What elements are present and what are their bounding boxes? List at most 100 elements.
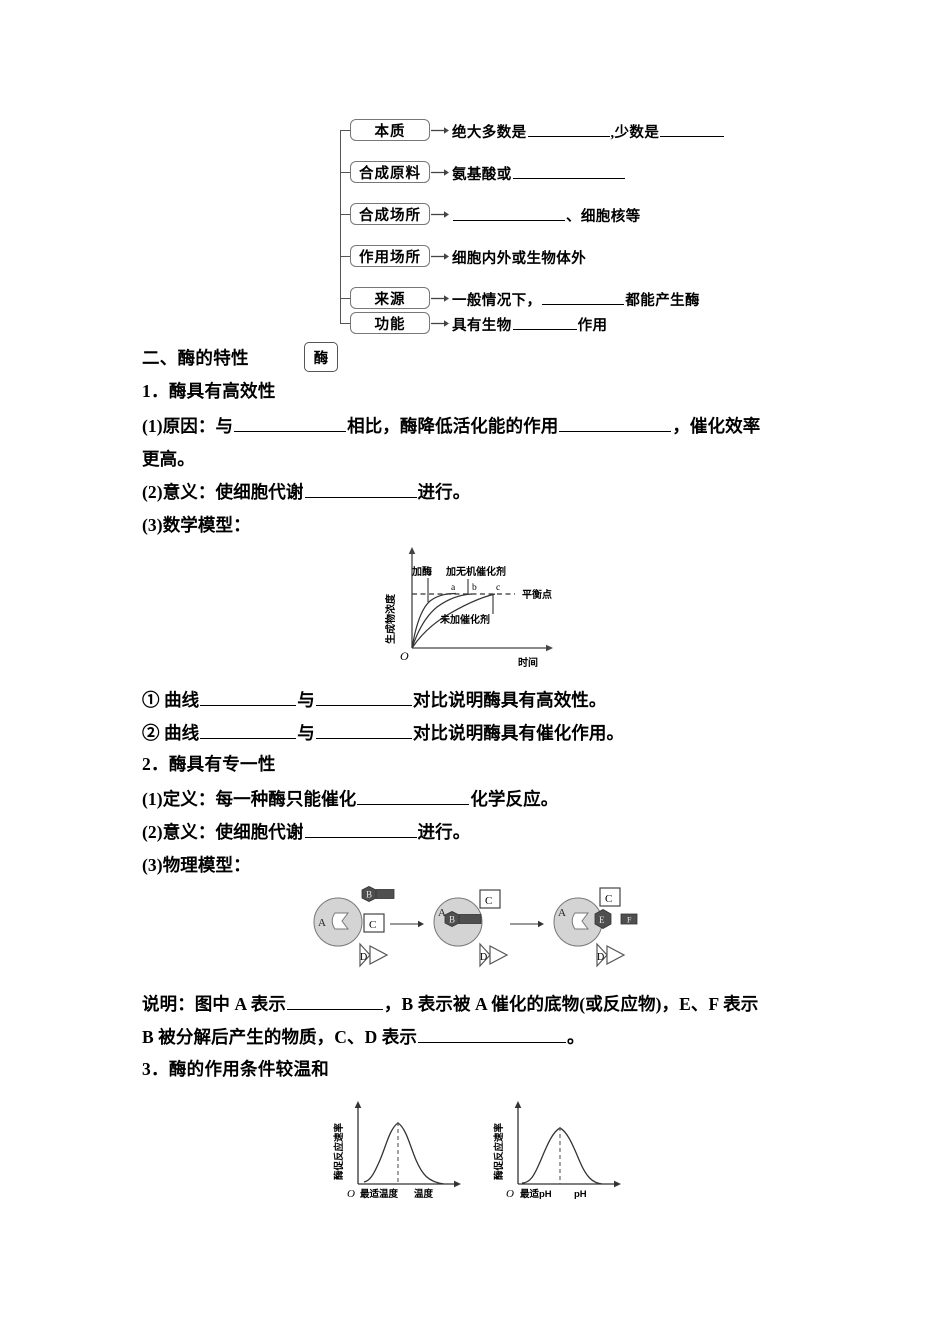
molecule-D-label-1: D bbox=[360, 952, 367, 963]
curve-enzyme bbox=[411, 592, 457, 649]
explanation-b: ，B 表示被 A 催化的底物(或反应物)，E、F 表示 bbox=[383, 994, 759, 1014]
part1-reason-line2: 更高。 bbox=[142, 449, 195, 469]
product-F-label: F bbox=[627, 916, 632, 925]
row5-part1: 一般情况下， bbox=[452, 293, 542, 309]
product-F-shape bbox=[620, 913, 638, 925]
product-E-shape bbox=[594, 909, 612, 929]
blank-meaning-1 bbox=[304, 482, 417, 498]
concept-map-root-node: 酶 bbox=[304, 342, 338, 372]
x-axis-arrowhead bbox=[546, 644, 553, 652]
q2-part-b: 与 bbox=[297, 723, 315, 743]
optimal-temperature-label: 最适温度 bbox=[360, 1188, 399, 1200]
blank-q2-1 bbox=[200, 723, 297, 739]
substrate-B-tail-1 bbox=[375, 889, 395, 899]
q2-part-c: 对比说明酶具有催化作用。 bbox=[412, 723, 625, 743]
origin-label: O bbox=[400, 649, 409, 663]
row1-part1: 绝大多数是 bbox=[452, 125, 527, 141]
blank-reason-1 bbox=[234, 416, 347, 432]
point-label-a: a bbox=[451, 583, 456, 593]
blank-q2-2 bbox=[315, 723, 412, 739]
point-label-c: c bbox=[496, 583, 500, 593]
q1-part-a: ① 曲线 bbox=[142, 690, 200, 710]
blank-explanation-2 bbox=[418, 1027, 566, 1043]
enzyme-A-label-2: A bbox=[438, 907, 446, 919]
model-explanation-line-2: B 被分解后产生的物质，C、D 表示 。 bbox=[142, 1021, 832, 1054]
temperature-curve-chart: 酶促反应速率 O 最适温度 温度 bbox=[322, 1098, 482, 1210]
label-no-catalyst: 未加催化剂 bbox=[439, 613, 490, 626]
part1-meaning-line: (2)意义：使细胞代谢进行。 bbox=[142, 476, 832, 509]
blank-raw-material bbox=[512, 165, 625, 179]
molecule-C-label-2: C bbox=[485, 895, 492, 907]
molecule-D-head-1 bbox=[359, 942, 371, 968]
y-axis-arrowhead bbox=[514, 1101, 522, 1108]
concept-map-node-label: 合成场所 bbox=[359, 207, 421, 224]
arrow-right-icon bbox=[431, 320, 449, 327]
concept-map-node-label: 功能 bbox=[374, 316, 406, 333]
label-add-enzyme: 加酶 bbox=[411, 565, 432, 578]
concept-map-node-raw-material: 合成原料 bbox=[350, 161, 430, 183]
row1-part2: ,少数是 bbox=[610, 125, 660, 141]
concept-map-row-4-text: 细胞内外或生物体外 bbox=[452, 247, 586, 268]
physical-model-stage-3: A E F C D bbox=[553, 887, 638, 968]
q2-part-a: ② 曲线 bbox=[142, 723, 200, 743]
part2-heading: 2．酶具有专一性 bbox=[142, 754, 276, 774]
molecule-D-body-2 bbox=[489, 945, 509, 965]
curve-question-2: ② 曲线 与 对比说明酶具有催化作用。 bbox=[142, 717, 832, 750]
molecule-C-shape-2 bbox=[479, 889, 501, 909]
concept-map-node-source: 来源 bbox=[350, 287, 430, 309]
y-axis-label: 酶促反应速率 bbox=[493, 1122, 505, 1180]
enzyme-A-label-3: A bbox=[558, 907, 566, 919]
blank-synthesis-site bbox=[453, 207, 565, 221]
explanation-c: B 被分解后产生的物质，C、D 表示 bbox=[142, 1027, 417, 1047]
enzyme-A-active-site-1 bbox=[331, 912, 349, 930]
explanation-d: 。 bbox=[567, 1027, 585, 1047]
concept-map-node-label: 合成原料 bbox=[359, 165, 421, 182]
concept-map-tick-4 bbox=[340, 256, 350, 258]
concept-map-row-3-text: 、细胞核等 bbox=[452, 205, 641, 226]
reaction-arrow-2-head bbox=[538, 920, 544, 928]
molecule-C-shape-1 bbox=[363, 913, 385, 933]
arrow-right-icon bbox=[431, 169, 449, 176]
blank-q1-2 bbox=[315, 690, 412, 706]
blank-meaning-2 bbox=[304, 822, 417, 838]
x-axis-label: pH bbox=[574, 1189, 587, 1200]
substrate-B-tail-2 bbox=[458, 914, 482, 924]
label-inorganic-catalyst: 加无机催化剂 bbox=[445, 565, 506, 578]
molecule-D-body-1 bbox=[369, 945, 389, 965]
molecule-D-label-2: D bbox=[480, 952, 487, 963]
row3-part1: 、细胞核等 bbox=[566, 209, 641, 225]
blank-function bbox=[512, 316, 577, 330]
part1-reason-b: 相比，酶降低活化能的作用 bbox=[347, 416, 559, 436]
concept-map-tick-6 bbox=[340, 323, 350, 325]
q1-part-b: 与 bbox=[297, 690, 315, 710]
ph-response-curve bbox=[521, 1127, 603, 1185]
part1-meaning-b: 进行。 bbox=[417, 482, 471, 502]
part2-meaning-a: (2)意义：使细胞代谢 bbox=[142, 822, 304, 842]
enzyme-specificity-physical-model: A B C D A bbox=[290, 884, 662, 980]
reaction-arrow-1-head bbox=[418, 920, 424, 928]
blank-definition bbox=[357, 789, 470, 805]
concept-map-node-label: 来源 bbox=[374, 291, 406, 308]
part2-def-a: (1)定义：每一种酶只能催化 bbox=[142, 789, 357, 809]
concept-map-spine bbox=[340, 130, 342, 323]
molecule-D-head-2 bbox=[479, 942, 491, 968]
concept-map-node-synthesis-site: 合成场所 bbox=[350, 203, 430, 225]
concept-map-root-label: 酶 bbox=[313, 350, 329, 367]
enzyme-A-active-site-3 bbox=[571, 912, 589, 930]
substrate-B-label-1: B bbox=[366, 890, 372, 900]
part3-heading: 3．酶的作用条件较温和 bbox=[142, 1059, 330, 1079]
part2-definition-line: (1)定义：每一种酶只能催化化学反应。 bbox=[142, 783, 832, 816]
concept-map-row-1-text: 绝大多数是 ,少数是 bbox=[452, 121, 725, 142]
math-model-chart: a b c 加酶 加无机催化剂 未加催化剂 平衡点 生成物浓度 时间 O bbox=[372, 546, 587, 669]
y-axis-label: 酶促反应速率 bbox=[333, 1122, 345, 1180]
concept-map-node-action-site: 作用场所 bbox=[350, 245, 430, 267]
row6-part2: 作用 bbox=[577, 318, 608, 334]
section-heading: 二、酶的特性 bbox=[142, 348, 249, 368]
x-axis-arrowhead bbox=[614, 1180, 621, 1188]
y-axis-arrowhead bbox=[354, 1101, 362, 1108]
blank-reason-2 bbox=[559, 416, 672, 432]
concept-map-node-label: 本质 bbox=[374, 123, 406, 140]
blank-q1-1 bbox=[200, 690, 297, 706]
curve-no-catalyst bbox=[411, 593, 496, 649]
